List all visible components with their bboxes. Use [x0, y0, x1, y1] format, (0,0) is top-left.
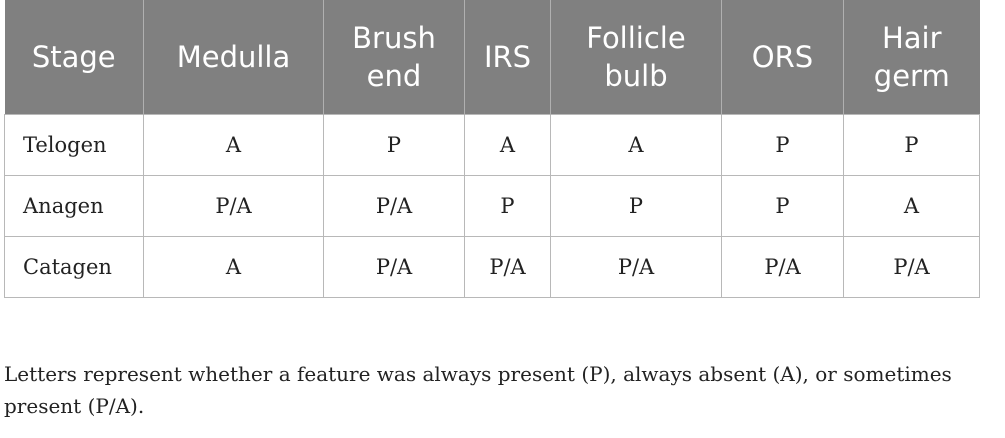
row-stage-label: Telogen: [4, 113, 144, 176]
column-header: ORS: [721, 0, 844, 114]
table-cell: P/A: [721, 235, 844, 298]
table-footnote: Letters represent whether a feature was …: [4, 362, 952, 418]
table-cell: P/A: [323, 235, 465, 298]
table-cell: P/A: [323, 174, 465, 237]
table-cell: P/A: [843, 235, 980, 298]
table-cell: P/A: [550, 235, 722, 298]
column-header: Medulla: [143, 0, 324, 114]
row-stage-label: Anagen: [4, 174, 144, 237]
table-cell: P/A: [464, 235, 551, 298]
table-cell: P: [464, 174, 551, 237]
table-cell: P: [721, 113, 844, 176]
column-header: IRS: [464, 0, 551, 114]
table-cell: P: [323, 113, 465, 176]
table-cell: P: [721, 174, 844, 237]
row-stage-label: Catagen: [4, 235, 144, 298]
table-cell: A: [464, 113, 551, 176]
table-cell: P: [550, 174, 722, 237]
table-cell: A: [143, 235, 324, 298]
column-header: Stage: [4, 0, 144, 114]
table-cell: P: [843, 113, 980, 176]
table-cell: P/A: [143, 174, 324, 237]
table-cell: A: [550, 113, 722, 176]
table-cell: A: [143, 113, 324, 176]
table-cell: A: [843, 174, 980, 237]
